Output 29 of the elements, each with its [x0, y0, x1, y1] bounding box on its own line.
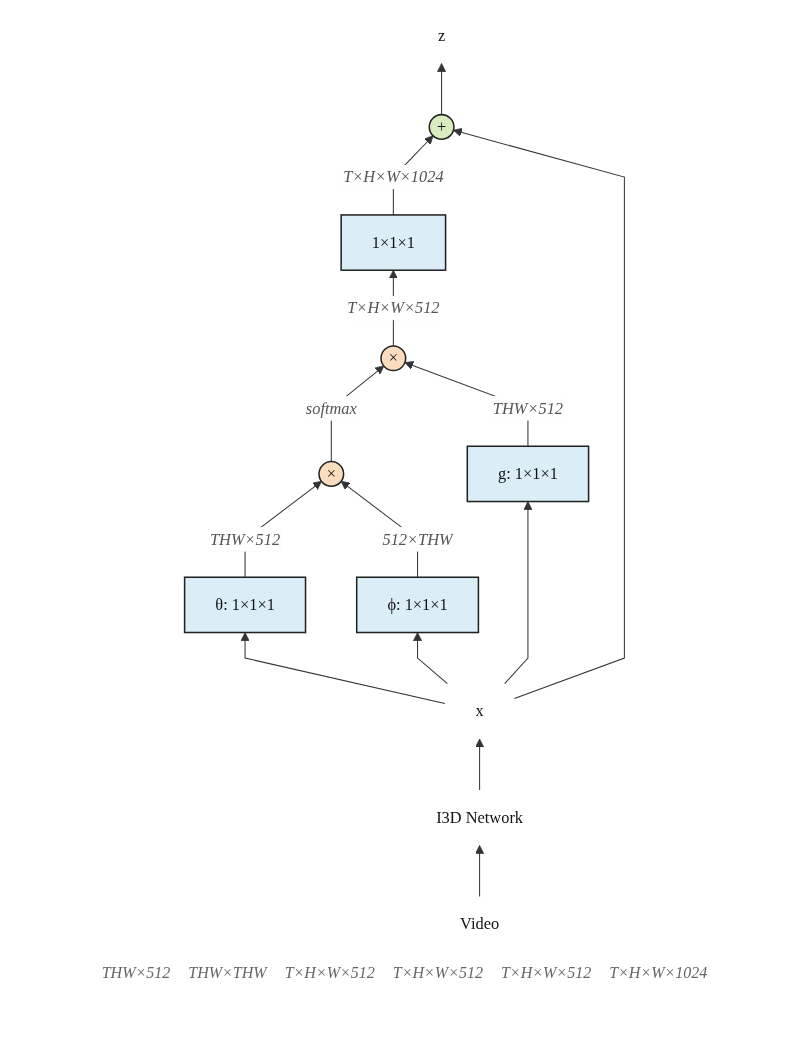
arrow	[240, 632, 446, 704]
arrow	[453, 128, 625, 700]
arrow	[475, 738, 485, 791]
node-text: z	[437, 26, 446, 45]
arrow	[413, 632, 448, 685]
node-circle: ×	[380, 345, 407, 372]
node-text: x	[475, 702, 484, 720]
arrow	[437, 63, 447, 116]
dimension-note: T×H×W×512	[500, 964, 592, 982]
node-circle: ×	[318, 460, 345, 487]
node-box: θ: 1×1×1	[183, 576, 307, 634]
arrow	[475, 844, 485, 898]
node-box: ϕ: 1×1×1	[355, 576, 480, 634]
arrow	[504, 501, 533, 685]
edge-label: T×H×W×512	[347, 298, 440, 317]
dimension-note: T×H×W×512	[284, 964, 375, 982]
node-box: 1×1×1	[340, 214, 447, 271]
node-circle: +	[428, 113, 455, 140]
edge-label: THW×512	[492, 399, 564, 417]
dimension-note: T×H×W×512	[392, 964, 483, 982]
dimension-note: THW×THW	[188, 964, 267, 982]
node-text: Video	[460, 914, 500, 933]
edge-label: T×H×W×1024	[343, 167, 444, 186]
node-text: I3D Network	[436, 808, 524, 826]
dimension-note: THW×512	[101, 964, 171, 982]
node-box: g: 1×1×1	[466, 445, 590, 503]
edge-label: THW×512	[209, 530, 281, 548]
edge-label: softmax	[305, 399, 357, 417]
dimension-note: T×H×W×1024	[609, 964, 708, 982]
